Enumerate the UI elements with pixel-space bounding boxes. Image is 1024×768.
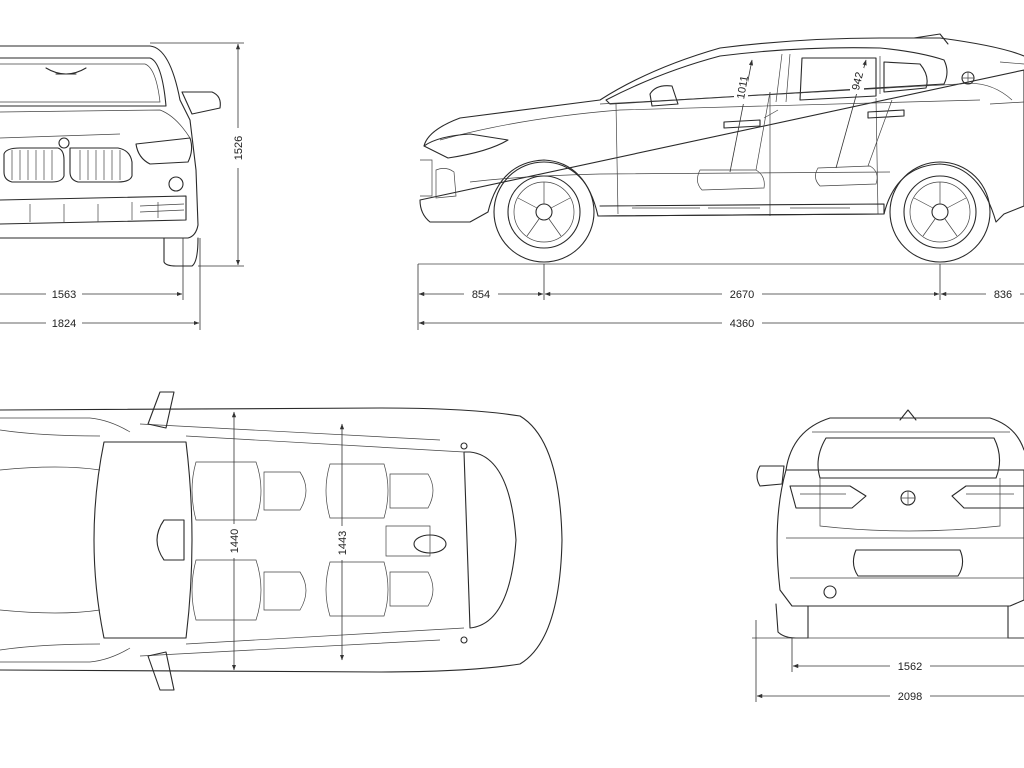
front-track-label: 1563 bbox=[52, 289, 76, 301]
wheelbase-label: 2670 bbox=[730, 289, 754, 301]
side-view: 1011 942 854 2670 bbox=[417, 33, 1024, 330]
rear-view: 1562 2098 bbox=[752, 409, 1024, 703]
rear-width-label: 2098 bbox=[898, 691, 922, 703]
rear-shoulder-label: 1443 bbox=[337, 531, 349, 555]
front-headroom-label: 1011 bbox=[735, 75, 751, 100]
front-shoulder-label: 1440 bbox=[229, 529, 241, 553]
rear-overhang-label: 836 bbox=[994, 289, 1012, 301]
length-label: 4360 bbox=[730, 318, 754, 330]
front-overhang-label: 854 bbox=[472, 289, 490, 301]
front-width-label: 1824 bbox=[52, 318, 76, 330]
rear-wheel bbox=[889, 161, 991, 263]
top-view: 1440 1443 bbox=[0, 391, 563, 691]
front-view: 1526 1563 1824 bbox=[0, 42, 245, 330]
front-height-label: 1526 bbox=[233, 136, 245, 160]
rear-track-label: 1562 bbox=[898, 661, 922, 673]
rear-headroom-label: 942 bbox=[850, 71, 866, 92]
front-wheel bbox=[493, 161, 595, 263]
